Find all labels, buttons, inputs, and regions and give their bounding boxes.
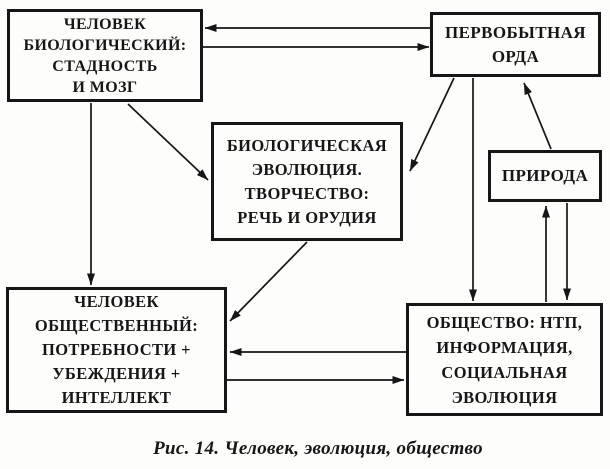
arrow-human-biological-to-biological-evolution	[127, 103, 209, 181]
box-society-label: ОБЩЕСТВО: НТП, ИНФОРМАЦИЯ, СОЦИАЛЬНАЯ ЭВ…	[426, 312, 583, 407]
box-biological-evolution: БИОЛОГИЧЕСКАЯ ЭВОЛЮЦИЯ. ТВОРЧЕСТВО: РЕЧЬ…	[211, 122, 403, 241]
box-biological-evolution-label: БИОЛОГИЧЕСКАЯ ЭВОЛЮЦИЯ. ТВОРЧЕСТВО: РЕЧЬ…	[226, 135, 388, 227]
box-human-biological: ЧЕЛОВЕК БИОЛОГИЧЕСКИЙ: СТАДНОСТЬ И МОЗГ	[7, 9, 203, 102]
arrow-primitive-horde-to-biological-evolution	[409, 77, 455, 172]
box-human-biological-label: ЧЕЛОВЕК БИОЛОГИЧЕСКИЙ: СТАДНОСТЬ И МОЗГ	[23, 15, 187, 96]
box-nature: ПРИРОДА	[488, 150, 602, 202]
box-primitive-horde: ПЕРВОБЫТНАЯ ОРДА	[430, 12, 601, 77]
box-society: ОБЩЕСТВО: НТП, ИНФОРМАЦИЯ, СОЦИАЛЬНАЯ ЭВ…	[406, 303, 603, 416]
box-human-social: ЧЕЛОВЕК ОБЩЕСТВЕННЫЙ: ПОТРЕБНОСТИ + УБЕЖ…	[6, 287, 227, 413]
arrow-biological-evolution-to-human-social	[229, 241, 308, 322]
box-human-social-label: ЧЕЛОВЕК ОБЩЕСТВЕННЫЙ: ПОТРЕБНОСТИ + УБЕЖ…	[34, 292, 199, 407]
box-primitive-horde-label: ПЕРВОБЫТНАЯ ОРДА	[445, 22, 586, 66]
arrow-nature-to-primitive-horde	[523, 82, 552, 150]
figure-caption: Рис. 14. Человек, эволюция, общество	[153, 438, 483, 459]
box-nature-label: ПРИРОДА	[501, 166, 589, 185]
